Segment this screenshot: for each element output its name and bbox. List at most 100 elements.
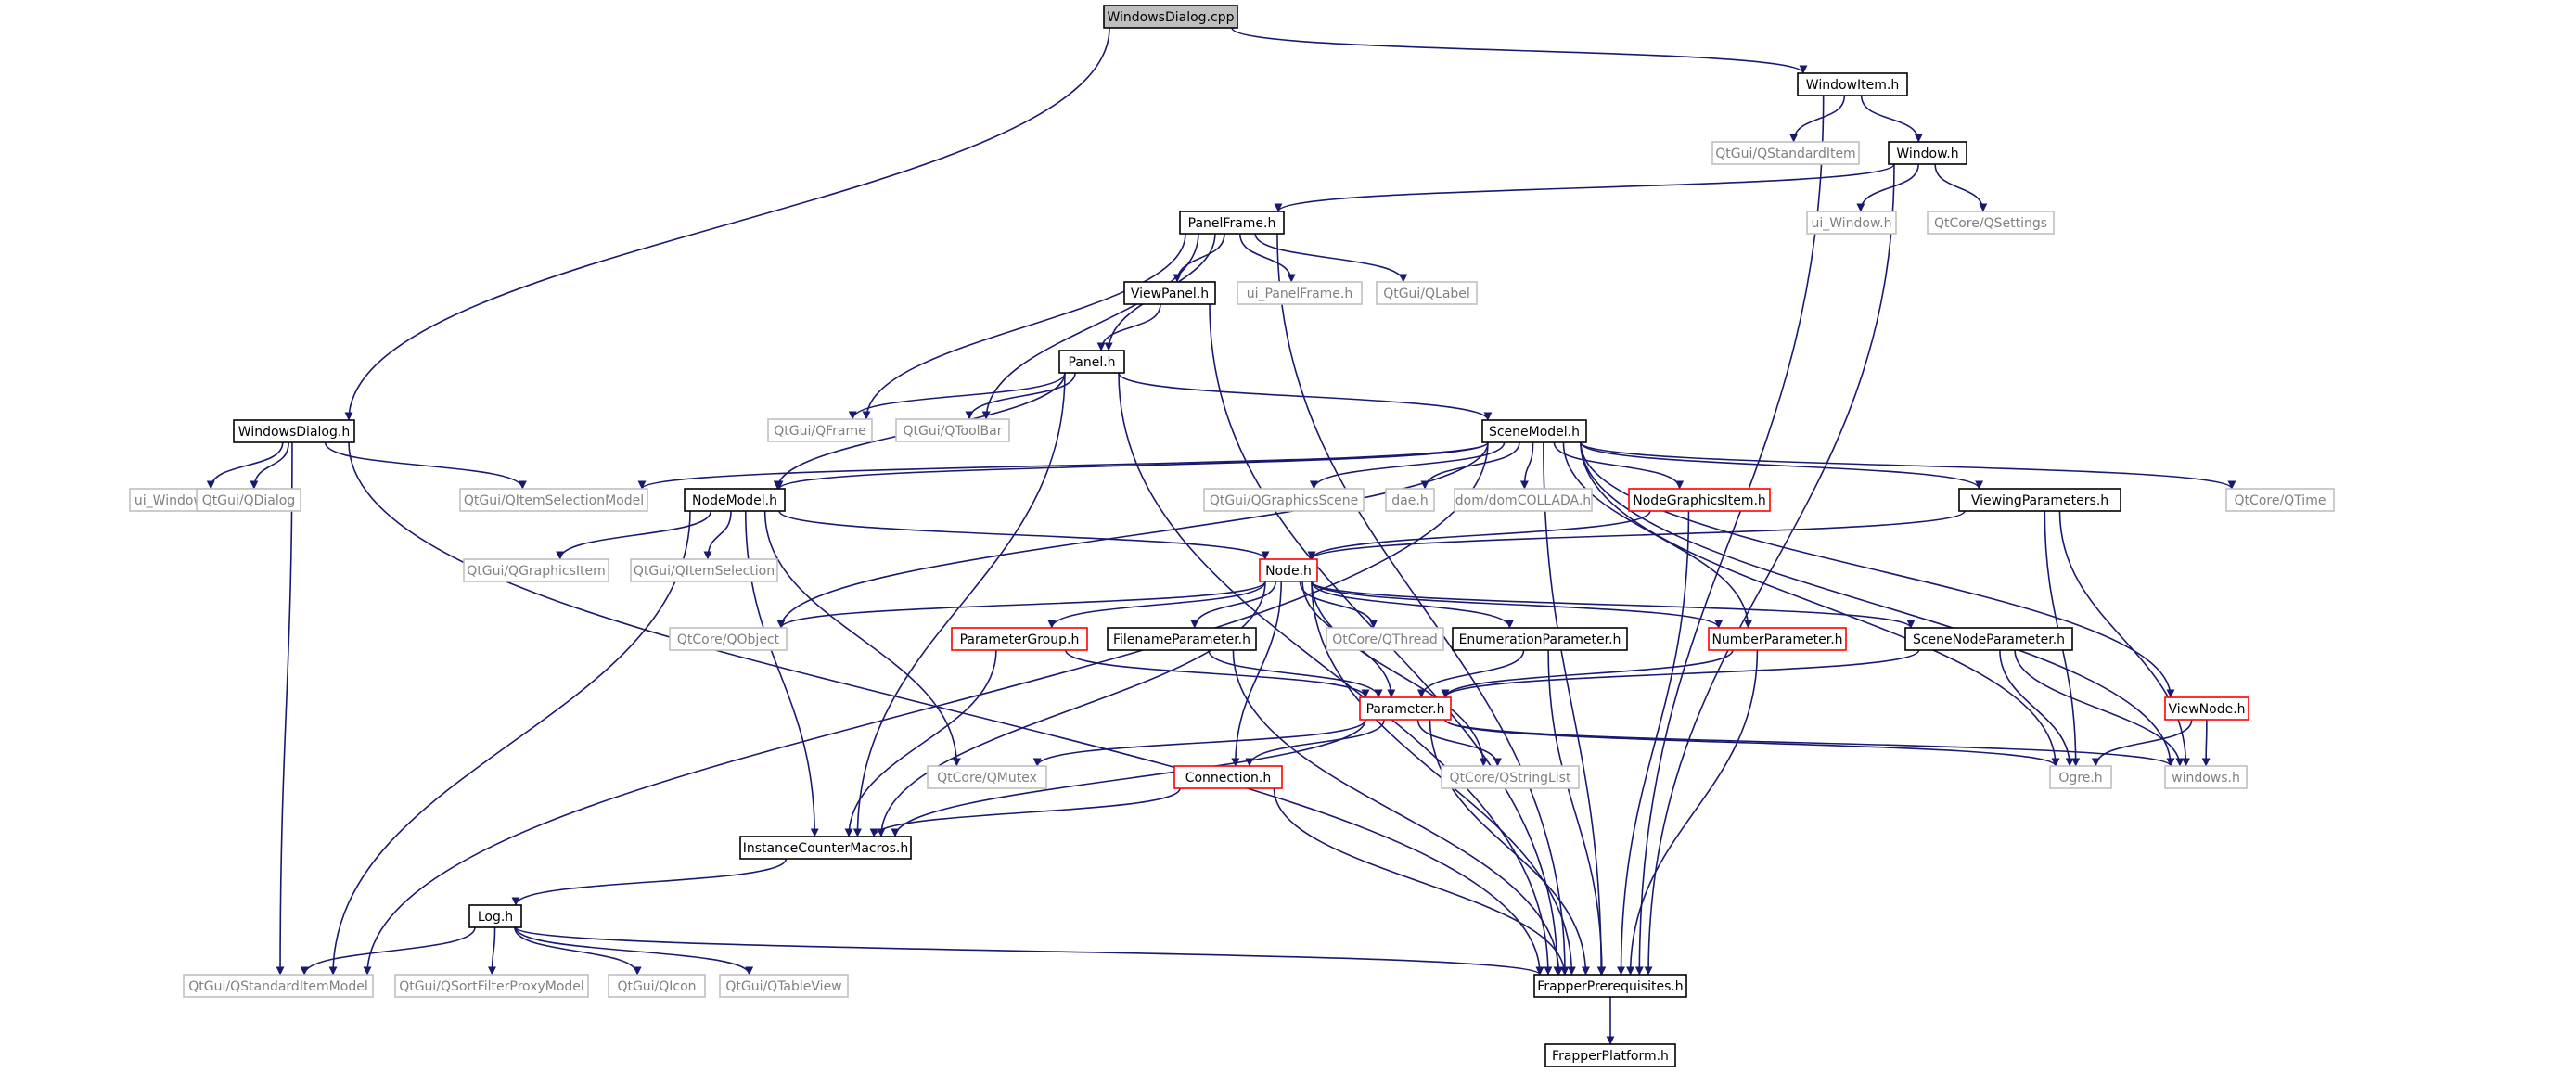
node-qtoolbar[interactable]: QtGui/QToolBar xyxy=(895,418,1010,442)
node-enumerationparameter-h[interactable]: EnumerationParameter.h xyxy=(1452,627,1628,651)
node-qlabel[interactable]: QtGui/QLabel xyxy=(1376,281,1478,305)
node-box xyxy=(1708,627,1847,651)
node-viewnode-h[interactable]: ViewNode.h xyxy=(2164,696,2249,721)
node-nodegraphicsitem-h[interactable]: NodeGraphicsItem.h xyxy=(1628,488,1771,512)
node-label: QtGui/QFrame xyxy=(774,424,865,439)
node-instancecountermacros-h[interactable]: InstanceCounterMacros.h xyxy=(739,836,912,860)
node-box xyxy=(1376,281,1478,305)
node-connection-h[interactable]: Connection.h xyxy=(1173,765,1283,789)
node-ogre-h[interactable]: Ogre.h xyxy=(2049,765,2112,789)
node-domcollada-h[interactable]: dom/domCOLLADA.h xyxy=(1454,488,1593,512)
edge-node-h-to-filenameparameter-h xyxy=(1190,581,1276,629)
edge-viewingparameters-h-to-windows-h xyxy=(2058,510,2191,767)
edge-panel-h-to-frapperprerequisites-h xyxy=(1118,372,1553,976)
node-node-h[interactable]: Node.h xyxy=(1259,558,1318,582)
node-box xyxy=(1173,765,1283,789)
node-windowsdialog-cpp[interactable]: WindowsDialog.cpp xyxy=(1103,5,1238,29)
node-label: QtGui/QStandardItemModel xyxy=(188,979,367,994)
node-qsortfilterproxymodel[interactable]: QtGui/QSortFilterProxyModel xyxy=(394,974,589,998)
node-box xyxy=(1452,627,1628,651)
node-box xyxy=(1958,488,2121,512)
edge-parameter-h-to-qstringlist xyxy=(1416,719,1502,767)
node-panel-h[interactable]: Panel.h xyxy=(1058,350,1125,374)
node-box xyxy=(468,904,522,928)
node-qstringlist[interactable]: QtCore/QStringList xyxy=(1441,765,1580,789)
edge-scenemodel-h-to-nodemodel-h xyxy=(775,441,1489,490)
node-panelframe-h[interactable]: PanelFrame.h xyxy=(1179,211,1285,235)
edge-parameter-h-to-qmutex xyxy=(1032,719,1366,767)
node-qsettings[interactable]: QtCore/QSettings xyxy=(1927,211,2055,235)
node-box xyxy=(1797,72,1908,96)
node-qstandarditemmodel[interactable]: QtGui/QStandardItemModel xyxy=(183,974,374,998)
node-windowitem-h[interactable]: WindowItem.h xyxy=(1797,72,1908,96)
node-box xyxy=(1326,627,1444,651)
node-window-h[interactable]: Window.h xyxy=(1888,141,1967,165)
node-box xyxy=(1454,488,1593,512)
edge-enumerationparameter-h-to-frapperprerequisites-h xyxy=(1547,649,1607,976)
edge-scenemodel-h-to-frapperprerequisites-h xyxy=(1543,441,1606,976)
edge-parametergroup-h-to-instancecountermacros-h xyxy=(844,649,997,837)
node-qicon[interactable]: QtGui/QIcon xyxy=(608,974,706,998)
node-qdialog[interactable]: QtGui/QDialog xyxy=(196,488,301,512)
node-box xyxy=(739,836,912,860)
node-viewpanel-h[interactable]: ViewPanel.h xyxy=(1123,281,1216,305)
node-box xyxy=(2164,696,2249,721)
node-qtableview[interactable]: QtGui/QTableView xyxy=(719,974,849,998)
node-label: Window.h xyxy=(1896,147,1958,161)
node-parameter-h[interactable]: Parameter.h xyxy=(1359,696,1452,721)
node-viewingparameters-h[interactable]: ViewingParameters.h xyxy=(1958,488,2121,512)
node-box xyxy=(951,627,1088,651)
edge-windowitem-h-to-window-h xyxy=(1860,95,1923,143)
node-qitemselectionmodel[interactable]: QtGui/QItemSelectionModel xyxy=(459,488,648,512)
node-ui-panelframe-h[interactable]: ui_PanelFrame.h xyxy=(1237,281,1363,305)
node-windowsdialog-h[interactable]: WindowsDialog.h xyxy=(233,419,355,443)
node-qobject[interactable]: QtCore/QObject xyxy=(669,627,788,651)
edge-scenemodel-h-to-domcollada-h xyxy=(1519,441,1534,490)
node-qgraphicsscene[interactable]: QtGui/QGraphicsScene xyxy=(1203,488,1365,512)
node-label: QtCore/QObject xyxy=(677,632,780,647)
node-parametergroup-h[interactable]: ParameterGroup.h xyxy=(951,627,1088,651)
node-log-h[interactable]: Log.h xyxy=(468,904,522,928)
node-label: QtGui/QDialog xyxy=(202,493,295,508)
node-label: SceneNodeParameter.h xyxy=(1913,632,2065,647)
node-qitemselection[interactable]: QtGui/QItemSelection xyxy=(630,558,778,582)
node-box xyxy=(394,974,589,998)
node-box xyxy=(2164,765,2248,789)
edge-parametergroup-h-to-parameter-h xyxy=(1065,649,1370,698)
node-qstandarditem[interactable]: QtGui/QStandardItem xyxy=(1711,141,1860,165)
edge-nodemodel-h-to-qitemselection xyxy=(703,510,732,560)
node-numberparameter-h[interactable]: NumberParameter.h xyxy=(1708,627,1847,651)
node-label: WindowsDialog.cpp xyxy=(1107,10,1234,25)
node-windows-h[interactable]: windows.h xyxy=(2164,765,2248,789)
node-label: QtGui/QGraphicsItem xyxy=(467,564,606,579)
edge-scenemodel-h-to-ogre-h xyxy=(1580,441,2060,767)
node-box xyxy=(1711,141,1860,165)
node-frapperprerequisites-h[interactable]: FrapperPrerequisites.h xyxy=(1533,974,1687,998)
node-dae-h[interactable]: dae.h xyxy=(1385,488,1435,512)
edge-panel-h-to-scenemodel-h xyxy=(1118,372,1493,421)
node-frapperplatform-h[interactable]: FrapperPlatform.h xyxy=(1544,1043,1676,1067)
node-label: SceneModel.h xyxy=(1489,425,1580,440)
node-box xyxy=(1058,350,1125,374)
node-qmutex[interactable]: QtCore/QMutex xyxy=(927,765,1047,789)
node-box xyxy=(1904,627,2073,651)
node-qthread[interactable]: QtCore/QThread xyxy=(1326,627,1444,651)
edge-panel-h-to-qtoolbar xyxy=(965,372,1076,420)
node-nodemodel-h[interactable]: NodeModel.h xyxy=(684,488,786,512)
node-box xyxy=(2049,765,2112,789)
node-qtime[interactable]: QtCore/QTime xyxy=(2225,488,2335,512)
edge-parameter-h-to-connection-h xyxy=(1245,719,1385,767)
edge-nodemodel-h-to-qgraphicsitem xyxy=(556,510,712,560)
node-scenenodeparameter-h[interactable]: SceneNodeParameter.h xyxy=(1904,627,2073,651)
edge-parameter-h-to-ogre-h xyxy=(1444,719,2060,767)
node-filenameparameter-h[interactable]: FilenameParameter.h xyxy=(1107,627,1257,651)
node-box xyxy=(1533,974,1687,998)
node-box xyxy=(1628,488,1771,512)
node-label: QtGui/QStandardItem xyxy=(1715,147,1855,161)
edge-viewnode-h-to-ogre-h xyxy=(2091,719,2193,767)
node-qgraphicsitem[interactable]: QtGui/QGraphicsItem xyxy=(463,558,609,582)
node-ui-window-h[interactable]: ui_Window.h xyxy=(1806,211,1897,235)
node-qframe[interactable]: QtGui/QFrame xyxy=(767,418,873,442)
node-scenemodel-h[interactable]: SceneModel.h xyxy=(1481,419,1587,443)
